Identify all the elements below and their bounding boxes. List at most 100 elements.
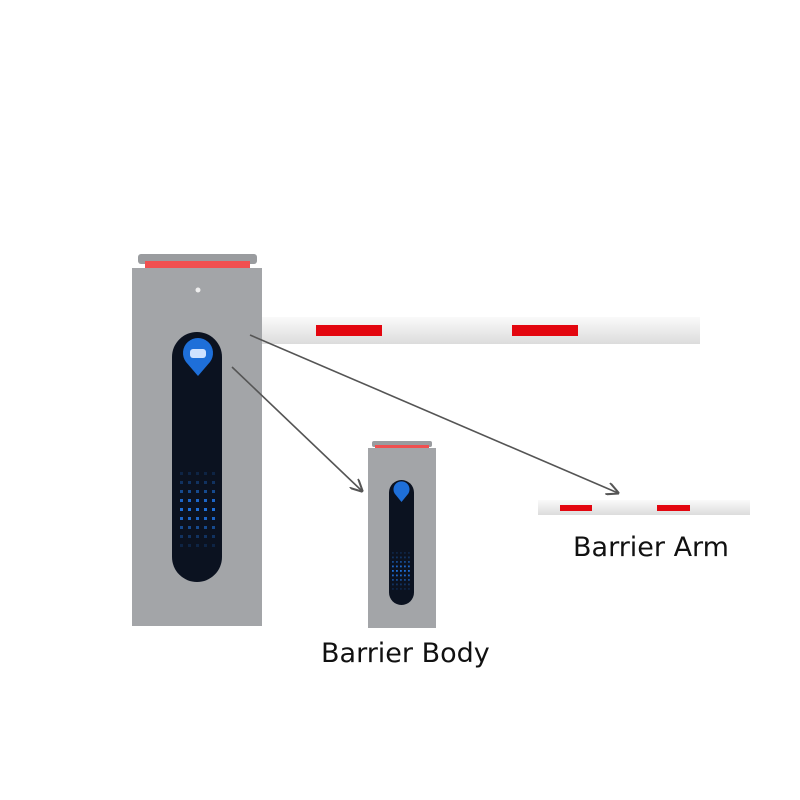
led-dot	[408, 552, 410, 554]
led-dot	[204, 481, 207, 484]
arm-red-stripe	[512, 325, 578, 336]
led-dot	[400, 574, 402, 577]
led-dot	[400, 570, 402, 572]
arm-red-stripe	[560, 505, 592, 511]
arm-red-stripe	[657, 505, 690, 511]
led-dot	[180, 508, 183, 511]
led-dot	[396, 570, 398, 572]
led-dot	[188, 508, 191, 511]
led-dot	[212, 544, 215, 547]
led-dot	[188, 481, 191, 484]
led-dot	[392, 565, 394, 568]
arrow-to-arm	[249, 334, 618, 493]
led-dot	[396, 583, 398, 586]
led-dot	[188, 499, 191, 502]
led-dot	[404, 556, 406, 559]
led-dot	[404, 583, 406, 586]
led-dot	[404, 552, 406, 554]
led-dot	[408, 583, 410, 586]
led-dot	[180, 526, 183, 529]
led-dot	[196, 526, 199, 529]
led-dot	[404, 579, 406, 581]
barrier-body-label: Barrier Body	[321, 638, 490, 669]
led-dot	[400, 556, 402, 559]
led-dot	[408, 574, 410, 577]
arm-red-stripe	[316, 325, 382, 336]
led-dot	[180, 490, 183, 493]
arm-beam	[538, 500, 750, 515]
led-dot	[212, 481, 215, 484]
led-dot	[180, 535, 183, 538]
led-dot	[204, 544, 207, 547]
led-dot	[400, 588, 402, 590]
red-indicator-light	[145, 261, 250, 270]
led-dot	[408, 570, 410, 572]
led-dot	[188, 526, 191, 529]
led-dot	[196, 490, 199, 493]
led-dot	[204, 499, 207, 502]
led-dot	[396, 588, 398, 590]
led-dot	[392, 579, 394, 581]
control-panel	[172, 332, 222, 582]
led-dot	[212, 535, 215, 538]
led-dot	[196, 472, 199, 475]
led-dot	[212, 526, 215, 529]
led-dot	[180, 481, 183, 484]
led-dot	[396, 556, 398, 559]
led-dot	[400, 579, 402, 581]
led-dot	[400, 561, 402, 563]
car-glyph	[190, 349, 206, 358]
led-dot	[408, 588, 410, 590]
led-dot	[204, 517, 207, 520]
car-location-pin-icon	[393, 481, 410, 502]
led-dot	[188, 517, 191, 520]
led-dot	[180, 499, 183, 502]
led-dot	[408, 561, 410, 563]
led-dot	[408, 579, 410, 581]
keyhole-icon	[195, 287, 201, 293]
led-dot	[196, 481, 199, 484]
led-dot	[212, 472, 215, 475]
led-dot	[196, 508, 199, 511]
led-dot	[180, 517, 183, 520]
led-dot	[400, 565, 402, 568]
led-dot	[396, 552, 398, 554]
led-dot	[212, 499, 215, 502]
led-dot	[404, 588, 406, 590]
led-dot	[188, 544, 191, 547]
led-dot	[404, 574, 406, 577]
led-dot	[404, 565, 406, 568]
small-barrier-arm	[538, 500, 750, 515]
led-dot	[204, 490, 207, 493]
led-dot-grid	[180, 472, 215, 547]
led-dot	[392, 588, 394, 590]
large-barrier	[132, 254, 700, 626]
led-dot	[180, 544, 183, 547]
led-dot	[212, 490, 215, 493]
led-dot	[188, 490, 191, 493]
led-dot-grid	[392, 552, 410, 590]
led-dot	[400, 583, 402, 586]
led-dot	[408, 565, 410, 568]
led-dot	[204, 508, 207, 511]
arrow-to-body	[231, 366, 362, 491]
led-dot	[204, 526, 207, 529]
led-dot	[196, 517, 199, 520]
led-dot	[392, 556, 394, 559]
led-dot	[392, 583, 394, 586]
led-dot	[212, 517, 215, 520]
led-dot	[392, 574, 394, 577]
led-dot	[392, 552, 394, 554]
led-dot	[196, 544, 199, 547]
led-dot	[204, 472, 207, 475]
led-dot	[400, 552, 402, 554]
led-dot	[396, 574, 398, 577]
led-dot	[196, 535, 199, 538]
led-dot	[404, 561, 406, 563]
red-indicator-light	[375, 445, 429, 450]
led-dot	[212, 508, 215, 511]
led-dot	[396, 565, 398, 568]
led-dot	[180, 472, 183, 475]
